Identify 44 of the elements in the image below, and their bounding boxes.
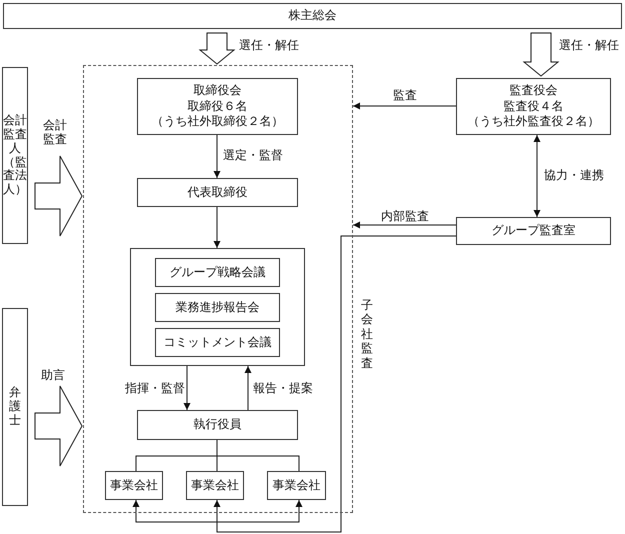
meeting-box: 株主総会 — [3, 3, 622, 29]
edge-label: 選定・監督 — [222, 148, 284, 162]
block-arrow — [34, 156, 83, 236]
box-text: 監査役会 — [510, 83, 558, 99]
edge-label: 選任・解任 — [238, 38, 300, 52]
edge-label: 選任・解任 — [558, 38, 620, 52]
box-text: 取締役会 — [194, 83, 242, 99]
auditor-box: 会計監査人（監査法人） — [2, 67, 28, 244]
arrow — [214, 206, 220, 248]
process-box — [456, 78, 611, 135]
edge-label: 指揮・監督 — [124, 381, 186, 396]
edge-label: 会計監査 — [40, 118, 70, 147]
arrow — [214, 134, 220, 178]
process-box: 事業会社 — [186, 471, 244, 500]
group-boundary — [83, 65, 353, 513]
arrow — [244, 366, 252, 410]
block-arrow — [34, 386, 83, 466]
edge-label: 監査 — [392, 88, 418, 102]
block-arrow — [522, 32, 560, 77]
edge-label: 内部監査 — [380, 209, 430, 224]
box-text: （うち社外監査役２名） — [468, 114, 600, 130]
lawyer-box: 弁護士 — [2, 308, 28, 506]
edge-label: 助言 — [40, 368, 66, 382]
process-box — [137, 78, 298, 135]
edge-label: 子会社監査 — [360, 298, 375, 370]
process-box: コミットメント会議 — [155, 328, 280, 357]
meeting-group-box — [130, 248, 305, 366]
edge-label: 報告・提案 — [252, 381, 314, 396]
process-box: 業務進捗報告会 — [155, 293, 280, 322]
edge-label: 協力・連携 — [543, 168, 605, 182]
process-box: 執行役員 — [137, 410, 298, 440]
process-box: グループ戦略会議 — [155, 258, 280, 287]
arrow — [352, 222, 456, 228]
arrow — [534, 134, 540, 218]
block-arrow — [198, 32, 236, 65]
arrow — [352, 102, 456, 110]
box-text: 監査役４名 — [504, 98, 564, 114]
process-box: 事業会社 — [105, 471, 163, 500]
process-box: 代表取締役 — [137, 178, 298, 207]
box-text: 取締役６名 — [188, 98, 248, 114]
arrow — [184, 366, 190, 410]
process-box: 事業会社 — [267, 471, 326, 500]
process-box: グループ監査室 — [456, 217, 611, 245]
box-text: （うち社外取締役２名） — [152, 114, 284, 130]
